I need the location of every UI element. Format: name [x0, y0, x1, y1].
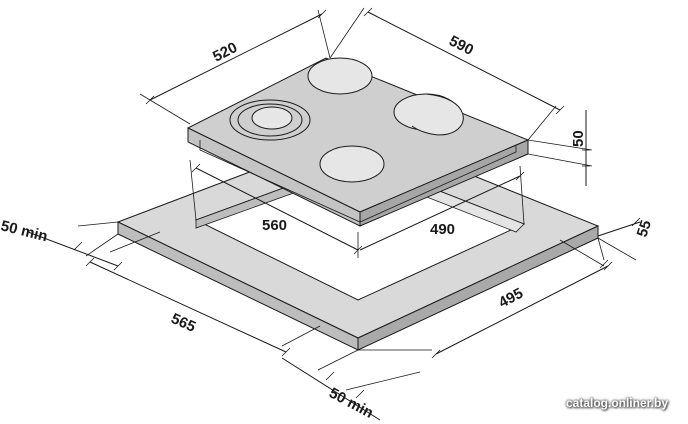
label-front-clearance: 50 min [326, 385, 376, 422]
label-hob-depth: 520 [210, 39, 240, 66]
label-hob-width: 590 [446, 32, 476, 59]
hob-housing [199, 140, 517, 223]
watermark-text: catalog.onliner.by [565, 396, 668, 410]
label-rear-clearance: 50 min [0, 217, 49, 245]
label-cutout-width: 560 [262, 217, 287, 234]
label-worktop-width: 565 [168, 310, 198, 336]
label-worktop-depth: 495 [496, 285, 526, 312]
label-hob-height: 50 [570, 130, 587, 147]
hob [186, 57, 530, 227]
label-cutout-depth: 490 [430, 221, 455, 238]
burner-back [307, 57, 373, 95]
burner-front [319, 145, 385, 183]
dimension-lines [27, 7, 641, 421]
dual-ring-burner [229, 99, 311, 141]
oval-burner [393, 93, 464, 136]
label-side-margin: 55 [634, 218, 655, 239]
